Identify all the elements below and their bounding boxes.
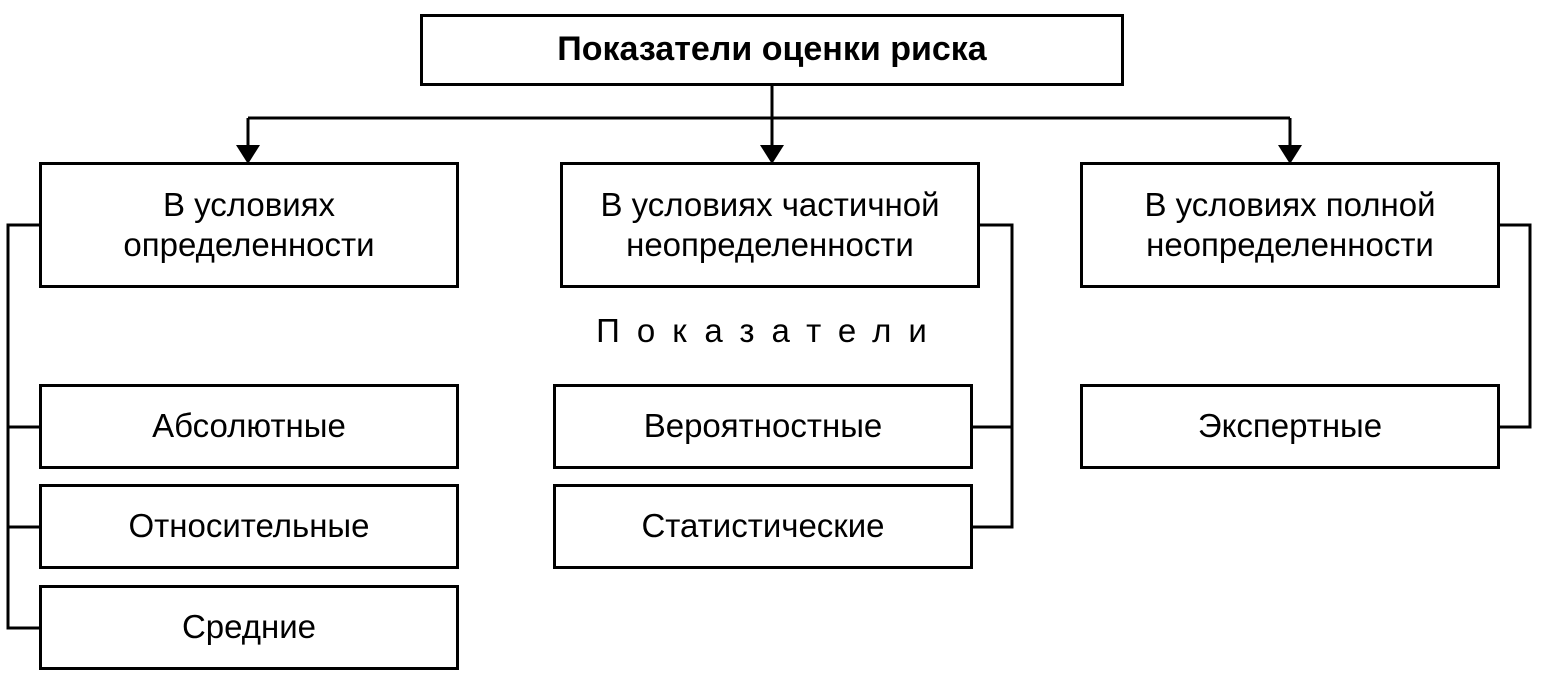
center-bracket-line xyxy=(972,223,1014,529)
category-partial-uncertainty-box: В условиях частичной неопределенности xyxy=(560,162,980,288)
indicator-statistical-box: Статистические xyxy=(553,484,973,569)
indicator-average-label: Средние xyxy=(181,608,317,646)
indicator-probabilistic-label: Вероятностные xyxy=(643,407,883,445)
arrowhead-center xyxy=(760,145,784,164)
category-certainty-label: В условиях определенности xyxy=(123,185,375,263)
category-certainty-box: В условиях определенности xyxy=(39,162,459,288)
indicator-relative-label: Относительные xyxy=(128,507,370,545)
indicator-statistical-label: Статистические xyxy=(641,507,885,545)
diagram-title: Показатели оценки риска xyxy=(420,14,1124,86)
category-full-uncertainty-label: В условиях полной неопределенности xyxy=(1144,185,1436,263)
indicator-expert-label: Экспертные xyxy=(1197,407,1383,445)
indicator-average-box: Средние xyxy=(39,585,459,670)
diagram-title-text: Показатели оценки риска xyxy=(557,30,987,69)
indicator-absolute-label: Абсолютные xyxy=(152,407,346,445)
category-full-uncertainty-box: В условиях полной неопределенности xyxy=(1080,162,1500,288)
category-partial-uncertainty-label: В условиях частичной неопределенности xyxy=(600,185,940,263)
arrowhead-right xyxy=(1278,145,1302,164)
indicator-expert-box: Экспертные xyxy=(1080,384,1500,469)
right-bracket-line xyxy=(1498,223,1532,429)
indicator-absolute-box: Абсолютные xyxy=(39,384,459,469)
indicators-heading: Показатели xyxy=(596,312,944,349)
arrowhead-left xyxy=(236,145,260,164)
indicator-probabilistic-box: Вероятностные xyxy=(553,384,973,469)
indicator-relative-box: Относительные xyxy=(39,484,459,569)
